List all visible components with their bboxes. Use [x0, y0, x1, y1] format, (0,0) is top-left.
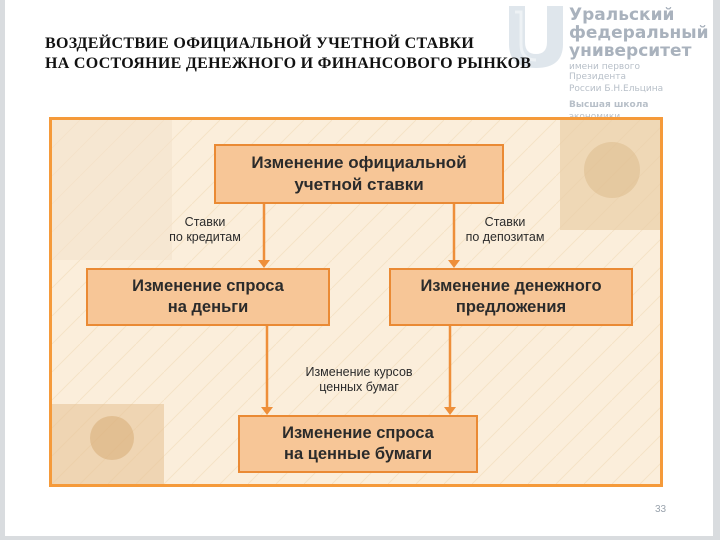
- box-bottom-line-1: Изменение спроса: [282, 424, 434, 442]
- box-mid-right-line-2: предложения: [455, 298, 567, 316]
- label-securities-line-1: Изменение курсов: [305, 365, 413, 379]
- slide-frame-right: [713, 0, 720, 540]
- box-mid-right-line-1: Изменение денежного: [420, 277, 602, 295]
- slide-frame-left: [0, 0, 5, 540]
- arrow-head-top-right: [448, 260, 460, 268]
- page-number: 33: [655, 504, 667, 515]
- arrow-head-left-bottom: [261, 407, 273, 415]
- box-change-official-rate: Изменение официальной учетной ставки: [214, 144, 504, 204]
- logo-line-5: России Б.Н.Ельцина: [569, 84, 664, 94]
- slide-title-line-2: НА СОСТОЯНИЕ ДЕНЕЖНОГО И ФИНАНСОВОГО РЫН…: [45, 55, 532, 72]
- logo-line-4: имени первого Президента: [569, 62, 640, 82]
- label-securities-rates: Изменение курсов ценных бумаг: [284, 365, 434, 395]
- diagram-arrows: [258, 204, 460, 415]
- arrow-head-right-bottom: [444, 407, 456, 415]
- box-bottom-line-2: на ценные бумаги: [284, 445, 432, 463]
- label-securities-line-2: ценных бумаг: [319, 380, 399, 394]
- logo-line-1: Уральский: [569, 5, 675, 25]
- box-top-line-2: учетной ставки: [294, 175, 424, 194]
- box-top-line-1: Изменение официальной: [251, 153, 467, 172]
- slide-title: ВОЗДЕЙСТВИЕ ОФИЦИАЛЬНОЙ УЧЕТНОЙ СТАВКИ Н…: [45, 34, 685, 74]
- slide-frame-bottom: [0, 536, 720, 540]
- label-credit-line-2: по кредитам: [169, 230, 241, 244]
- label-deposit-rates: Ставки по депозитам: [450, 215, 560, 245]
- logo-emblem-icon: [509, 6, 563, 68]
- box-securities-demand: Изменение спроса на ценные бумаги: [238, 415, 478, 473]
- logo-line-3: университет: [569, 41, 692, 61]
- label-credit-rates: Ставки по кредитам: [150, 215, 260, 245]
- slide-title-line-1: ВОЗДЕЙСТВИЕ ОФИЦИАЛЬНОЙ УЧЕТНОЙ СТАВКИ: [45, 35, 475, 52]
- box-mid-left-line-1: Изменение спроса: [132, 277, 284, 295]
- label-credit-line-1: Ставки: [184, 215, 226, 229]
- box-mid-left-line-2: на деньги: [167, 298, 249, 316]
- arrow-head-top-left: [258, 260, 270, 268]
- diagram-panel: Изменение официальной учетной ставки Ста…: [49, 117, 663, 487]
- box-money-supply: Изменение денежного предложения: [389, 268, 633, 326]
- label-deposit-line-2: по депозитам: [465, 230, 545, 244]
- logo-line-6: Высшая школа: [569, 100, 649, 110]
- logo-line-2: федеральный: [569, 23, 709, 43]
- label-deposit-line-1: Ставки: [484, 215, 526, 229]
- box-money-demand: Изменение спроса на деньги: [86, 268, 330, 326]
